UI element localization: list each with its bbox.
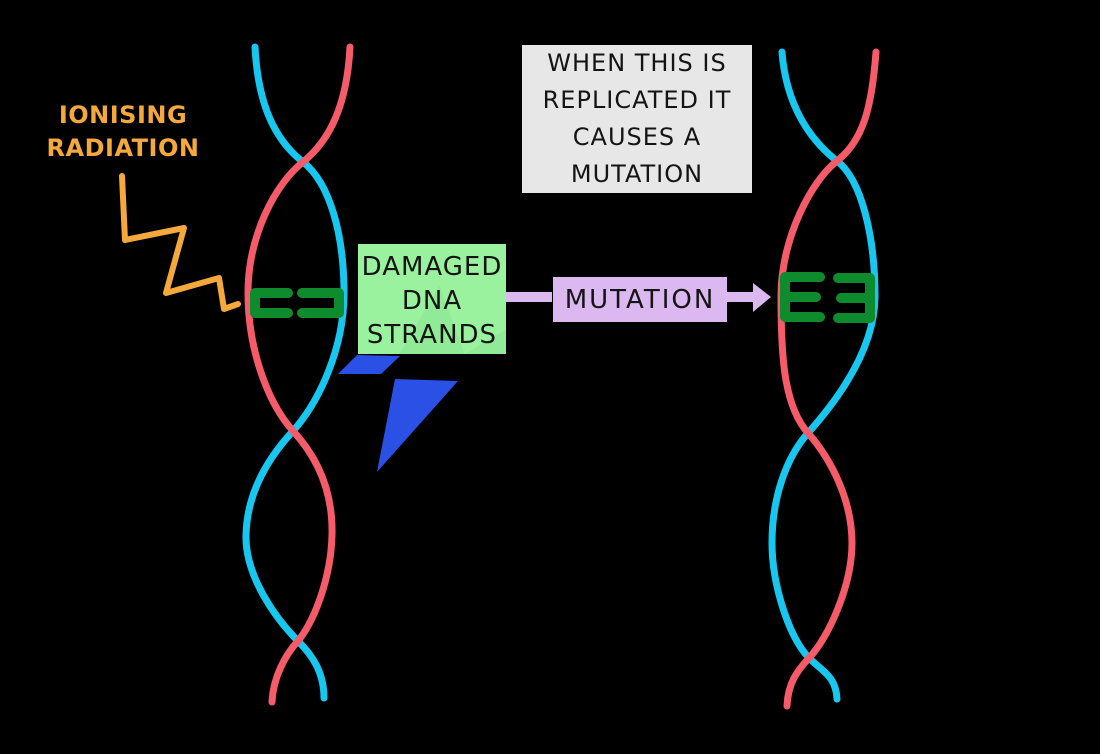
ionising-radiation-line1: IONISING <box>58 101 188 129</box>
mutation-box: MUTATION <box>553 277 727 322</box>
lightning-bolt-icon <box>338 355 458 472</box>
damaged-base-right-bracket <box>297 288 344 318</box>
damaged-base-left-bracket <box>250 288 293 318</box>
ionising-radiation-label: IONISING RADIATION <box>28 99 218 165</box>
replication-note-box: WHEN THIS IS REPLICATED IT CAUSES A MUTA… <box>522 45 752 193</box>
damaged-dna-box-line3: STRANDS <box>366 320 498 350</box>
mutation-arrow <box>505 283 771 312</box>
replication-note-line1: WHEN THIS IS <box>547 49 727 77</box>
mutated-base-right-e <box>833 273 875 323</box>
damaged-dna-box-line1: DAMAGED <box>361 252 503 282</box>
damaged-dna-box-line2: DNA <box>401 286 463 316</box>
ionising-radiation-line2: RADIATION <box>46 134 200 162</box>
right-dna-helix <box>768 48 880 710</box>
mutated-base-left-e <box>780 272 825 322</box>
radiation-zigzag-arrow <box>119 173 241 312</box>
left-helix-red-strand <box>244 43 354 706</box>
replication-note-line4: MUTATION <box>570 160 704 188</box>
replication-note-line3: CAUSES A <box>572 123 702 151</box>
mutation-box-label: MUTATION <box>564 284 716 315</box>
left-dna-helix <box>242 43 354 706</box>
mutated-base-pair-icon <box>780 272 875 323</box>
right-helix-red-strand <box>777 48 880 710</box>
damaged-base-pair-icon <box>250 288 344 318</box>
replication-note-line2: REPLICATED IT <box>542 86 732 114</box>
lightning-bolt-body <box>377 379 458 472</box>
mutation-arrow-head <box>753 283 771 312</box>
lightning-bolt-top <box>338 355 400 374</box>
damaged-dna-box: DAMAGED DNA STRANDS <box>358 244 506 354</box>
